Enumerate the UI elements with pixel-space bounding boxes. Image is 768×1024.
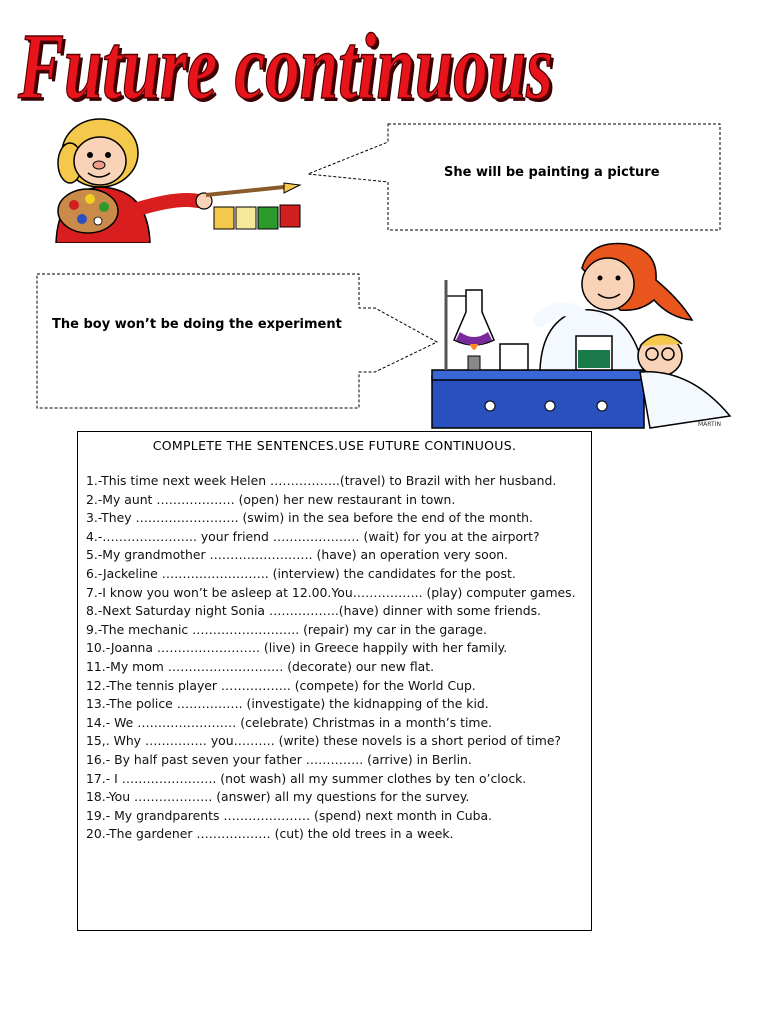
exercise-item: 5.-My grandmother ……………………. (have) an op… <box>86 547 509 563</box>
title-text: Future continuous <box>17 15 553 114</box>
page-title: Future continuous Future continuous <box>8 6 568 122</box>
exercise-item: 12.-The tennis player …………….. (compete) … <box>86 677 476 693</box>
exercise-item: 3.-They ……………………. (swim) in the sea befo… <box>86 510 533 526</box>
exercise-item: 10.-Joanna ……………………. (live) in Greece ha… <box>86 640 508 656</box>
exercise-heading: COMPLETE THE SENTENCES.USE FUTURE CONTIN… <box>152 438 517 453</box>
exercise-item: 15,. Why …………… you………. (write) these nov… <box>86 733 562 749</box>
callout-middle-text: The boy won’t be doing the experiment <box>52 317 342 332</box>
exercise-item: 18.-You ………………. (answer) all my question… <box>86 789 470 805</box>
callout-middle: The boy won’t be doing the experiment <box>35 272 441 412</box>
exercise-item: 4.-………………….. your friend ………………… (wait) … <box>86 528 540 544</box>
painter-girl-illustration <box>38 115 306 244</box>
exercise-item: 16.- By half past seven your father …………… <box>86 751 472 767</box>
exercise-item: 20.-The gardener ……………… (cut) the old tr… <box>86 826 454 842</box>
exercise-item: 1.-This time next week Helen ……………..(tra… <box>86 473 557 488</box>
exercise-item: 2.-My aunt ………………. (open) her new restau… <box>86 491 456 507</box>
exercise-item: 9.-The mechanic …………………….. (repair) my c… <box>86 621 487 637</box>
illustration-credit: MARTIN <box>698 421 721 428</box>
title-shadow: Future continuous <box>20 18 556 114</box>
callout-top: She will be painting a picture <box>306 122 724 234</box>
exercise-item: 7.-I know you won’t be asleep at 12.00.Y… <box>86 584 576 600</box>
exercise-item: 14.- We …………………… (celebrate) Christmas i… <box>86 714 493 730</box>
exercise-list: 1.-This time next week Helen ……………..(tra… <box>86 472 576 844</box>
exercise-item: 6.-Jackeline …………………….. (interview) the … <box>86 565 516 581</box>
scientist-illustration: MARTIN <box>430 240 740 432</box>
exercise-box: COMPLETE THE SENTENCES.USE FUTURE CONTIN… <box>77 431 592 931</box>
exercise-item: 13.-The police ……………. (investigate) the … <box>86 696 489 712</box>
exercise-item: 19.- My grandparents ………………… (spend) nex… <box>86 807 492 823</box>
exercise-item: 17.- I ………………….. (not wash) all my summe… <box>86 770 527 786</box>
exercise-item: 11.-My mom ………………………. (decorate) our new… <box>86 658 435 674</box>
callout-top-text: She will be painting a picture <box>444 165 660 180</box>
exercise-item: 8.-Next Saturday night Sonia ……………..(hav… <box>86 603 541 619</box>
